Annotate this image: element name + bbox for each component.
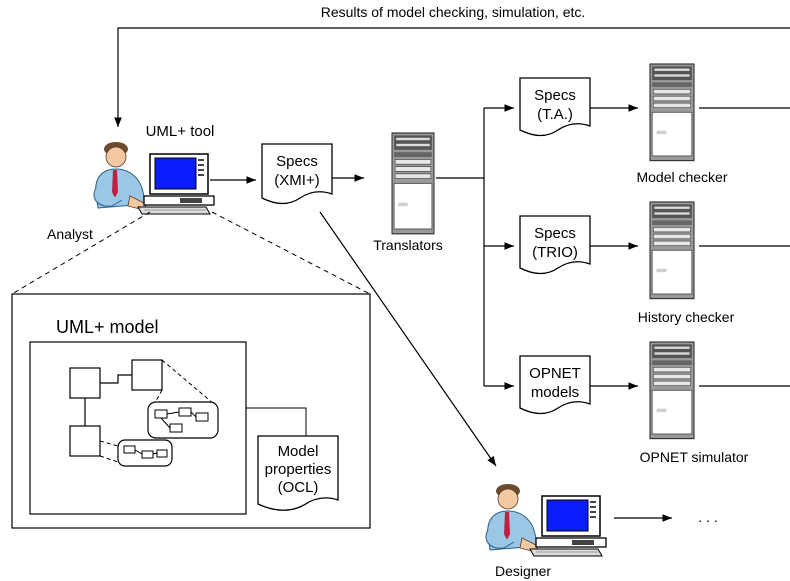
svg-text:Specs: Specs: [534, 87, 576, 104]
history-checker-label: History checker: [638, 309, 735, 325]
svg-text:models: models: [531, 384, 579, 401]
arrow-xmi-to-designer: [319, 211, 497, 467]
svg-text:Model: Model: [278, 443, 319, 460]
svg-text:(XMI+): (XMI+): [274, 172, 319, 189]
opnet-simulator-label: OPNET simulator: [640, 449, 749, 465]
specs-ta-doc: Specs (T.A.): [519, 77, 591, 137]
analyst-figure: [93, 141, 215, 215]
svg-text:Specs: Specs: [276, 153, 318, 170]
svg-text:(OCL): (OCL): [278, 479, 319, 496]
svg-text:OPNET: OPNET: [529, 365, 581, 382]
model-checker-label: Model checker: [636, 169, 727, 185]
class-box-c: [69, 425, 101, 457]
class-box-a: [69, 367, 101, 399]
specs-trio-doc: Specs (TRIO): [519, 215, 591, 275]
class-link-ab: [100, 374, 132, 384]
model-properties-doc: Model properties (OCL): [257, 435, 339, 511]
note-connector: [246, 407, 307, 440]
class-box-b: [131, 359, 163, 391]
history-checker-server: [649, 201, 695, 300]
uml-tool-label: UML+ tool: [146, 123, 215, 140]
continuation-dots: . . .: [698, 509, 717, 525]
specs-xmi-doc: Specs (XMI+): [261, 143, 333, 205]
opnet-models-doc: OPNET models: [519, 355, 591, 415]
opnet-simulator-server: [649, 341, 695, 440]
designer-figure: [485, 483, 607, 557]
analyst-label: Analyst: [47, 226, 93, 242]
sub-zoom-3: [99, 440, 119, 447]
svg-text:(TRIO): (TRIO): [532, 244, 578, 261]
designer-label: Designer: [495, 563, 551, 579]
translators-server: [391, 132, 435, 235]
feedback-label: Results of model checking, simulation, e…: [321, 4, 586, 20]
sub-diagram-1: [147, 401, 219, 439]
zoom-line-left: [11, 211, 151, 295]
sub-zoom-4: [99, 455, 119, 463]
model-checker-server: [649, 63, 695, 162]
zoom-line-right: [211, 211, 371, 295]
svg-text:properties: properties: [265, 461, 332, 478]
svg-text:(T.A.): (T.A.): [537, 106, 573, 123]
sub-diagram-2: [117, 439, 173, 467]
uml-model-title: UML+ model: [56, 317, 159, 337]
feedback-line: [114, 27, 790, 127]
sub-zoom-1: [161, 359, 215, 405]
svg-text:Specs: Specs: [534, 225, 576, 242]
translators-label: Translators: [373, 237, 443, 253]
